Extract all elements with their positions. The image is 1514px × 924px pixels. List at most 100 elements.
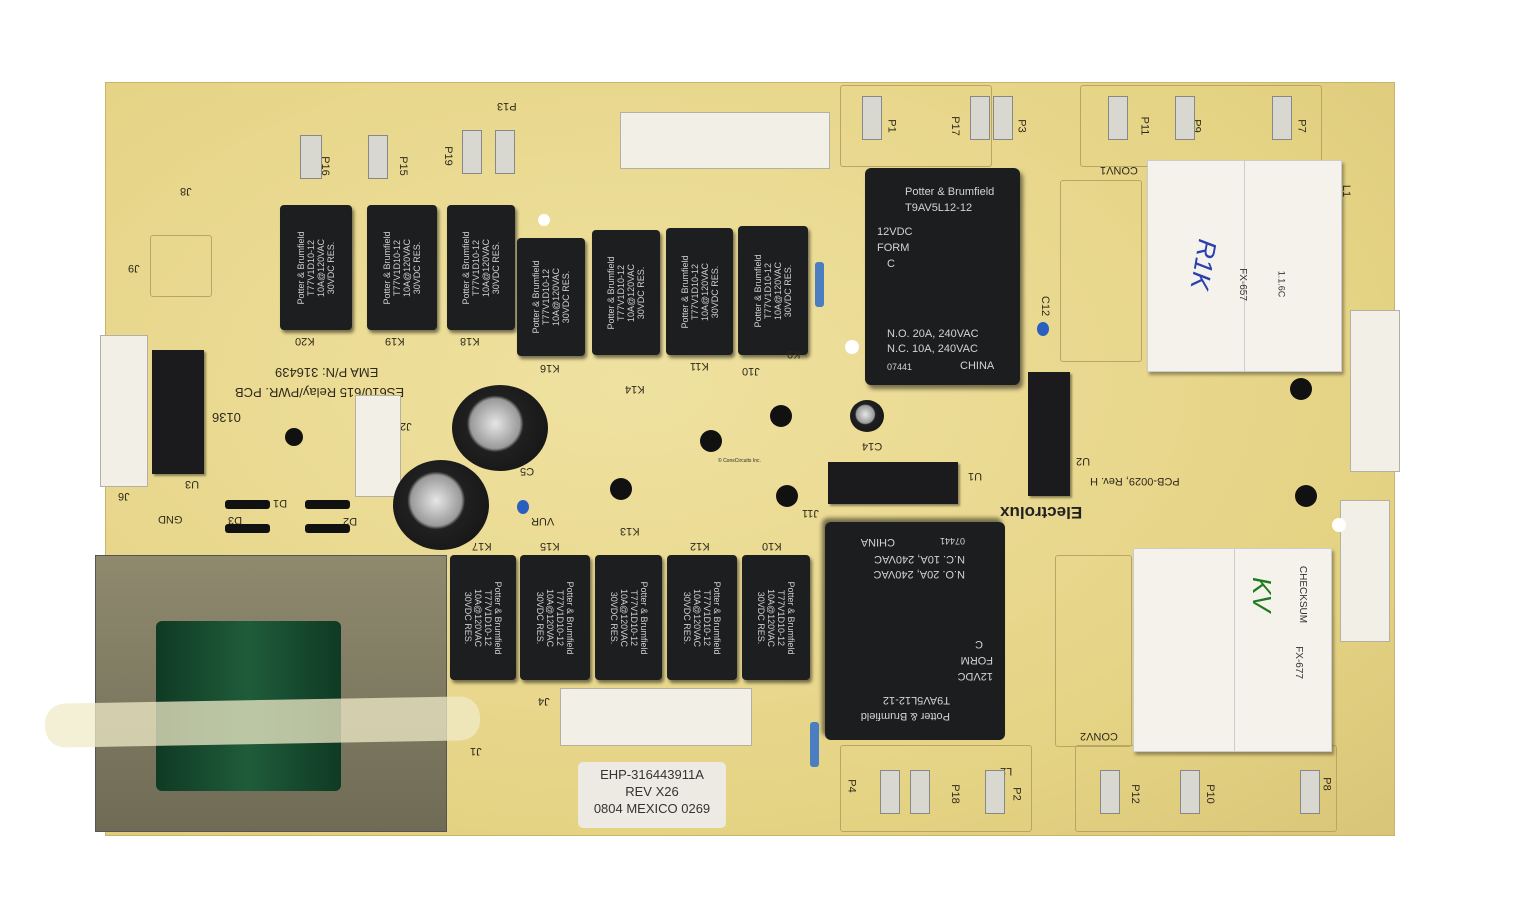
relay-brand: Potter & Brumfield	[493, 580, 503, 655]
label-p12: P12	[1128, 784, 1141, 804]
silk-outline	[840, 745, 1032, 832]
label-j8: J8	[180, 185, 192, 197]
relay-brand: Potter & Brumfield	[638, 580, 649, 655]
relay-model: T77V1D10-12	[628, 589, 639, 646]
label-k18: K18	[460, 335, 480, 347]
power-relay-origin: CHINA	[960, 360, 995, 372]
spade-terminal-p19	[462, 130, 482, 174]
spade-terminal-p11	[1108, 96, 1128, 140]
power-relay-code: 07441	[887, 362, 913, 372]
relay-rating: 10A@120VAC	[402, 238, 412, 297]
power-relay-form: FORM	[960, 654, 993, 666]
resistor	[810, 722, 819, 767]
label-k12: K12	[690, 540, 710, 552]
relay-brand: Potter & Brumfield	[786, 580, 796, 655]
transformer	[95, 555, 447, 832]
cable-tie	[44, 696, 481, 748]
relay-side-code: 1.1.6C	[1276, 270, 1287, 298]
relay-rating: 10A@120VAC	[473, 588, 483, 647]
ic-u1	[828, 462, 958, 504]
electrolux-logo: Electrolux	[1000, 503, 1083, 522]
mounting-hole	[1332, 518, 1346, 532]
connector-right-lower	[1340, 500, 1390, 642]
relay-res: 30VDC RES.	[783, 264, 793, 317]
relay-res: 30VDC RES.	[682, 591, 692, 644]
label-p2: P2	[1010, 787, 1023, 801]
connector-bottom-white	[560, 688, 752, 746]
spade-terminal-p13	[495, 130, 515, 174]
label-d1: D1	[273, 497, 288, 509]
spade-terminal-p2	[985, 770, 1005, 814]
connector-j2	[355, 395, 401, 497]
label-j1: J1	[470, 745, 482, 757]
relay-res: 30VDC RES.	[535, 591, 545, 644]
checksum-code: FX-677	[1292, 646, 1304, 679]
label-j10: J10	[742, 365, 760, 377]
power-relay-coil: 12VDC	[877, 226, 913, 238]
label-conv1: CONV1	[1100, 164, 1138, 176]
label-u1: U1	[968, 470, 983, 482]
label-j4: J4	[538, 695, 550, 707]
white-relay-top: R1K FX-657 1.1.6C	[1147, 160, 1342, 372]
relay-model: T77V1D10-12	[616, 264, 626, 321]
relay-rating: 10A@120VAC	[316, 238, 326, 297]
label-p17: P17	[948, 116, 961, 136]
power-relay-model: T9AV5L12-12	[905, 202, 973, 214]
label-j11: J11	[802, 507, 819, 519]
relay-brand: Potter & Brumfield	[712, 580, 722, 655]
silk-outline	[840, 85, 992, 167]
silkscreen-part-number: EMA P/N: 316439	[275, 365, 379, 380]
transistor	[700, 430, 722, 452]
relay-model: T77V1D10-12	[702, 589, 712, 646]
mounting-hole	[538, 214, 550, 226]
white-relay-bottom: KV CHECKSUM FX-677	[1133, 548, 1332, 752]
electrolytic-capacitor-c14	[850, 400, 884, 432]
power-relay-coil: 12VDC	[957, 670, 993, 682]
relay-model: T77V1D10-12	[776, 589, 786, 646]
label-vur: VUR	[531, 515, 555, 527]
label-c14: C14	[862, 440, 883, 452]
spade-terminal-p8	[1300, 770, 1320, 814]
label-j6: J6	[118, 490, 130, 502]
relay-rating: 10A@120VAC	[618, 588, 629, 647]
transistor	[1290, 378, 1312, 400]
power-relay-model: T9AV5L12-12	[882, 694, 950, 706]
power-relay-origin: CHINA	[860, 536, 895, 548]
label-p13: P13	[497, 100, 517, 112]
power-relay-top: Potter & Brumfield T9AV5L12-12 12VDC FOR…	[865, 168, 1020, 385]
label-p3: P3	[1015, 119, 1028, 133]
label-k14: K14	[625, 383, 645, 395]
checksum-label: FX-657	[1236, 268, 1248, 301]
relay-rating: 10A@120VAC	[692, 588, 702, 647]
silk-outline	[1060, 180, 1142, 362]
diode-d1	[225, 500, 270, 509]
label-u2: U2	[1076, 455, 1091, 467]
transistor	[770, 405, 792, 427]
relay-rating: 10A@120VAC	[551, 268, 561, 327]
spade-terminal-p7	[1272, 96, 1292, 140]
spade-terminal-p16	[300, 135, 322, 179]
relay-brand: Potter & Brumfield	[296, 230, 306, 305]
spade-terminal-p12	[1100, 770, 1120, 814]
power-relay-brand: Potter & Brumfield	[860, 710, 950, 722]
power-relay-code: 07441	[939, 536, 965, 546]
diode-d3	[225, 524, 270, 533]
relay-rating: 10A@120VAC	[699, 262, 710, 321]
spade-terminal-p1	[862, 96, 882, 140]
date-code: 0136	[212, 410, 241, 425]
label-p10: P10	[1203, 784, 1216, 804]
label-k9: K9	[787, 348, 801, 360]
power-relay-bottom: Potter & Brumfield T9AV5L12-12 12VDC FOR…	[825, 522, 1005, 740]
power-relay-brand: Potter & Brumfield	[905, 186, 995, 198]
relay-model: T77V1D10-12	[541, 268, 551, 326]
label-k20: K20	[295, 335, 315, 347]
diode-d4	[305, 524, 350, 533]
